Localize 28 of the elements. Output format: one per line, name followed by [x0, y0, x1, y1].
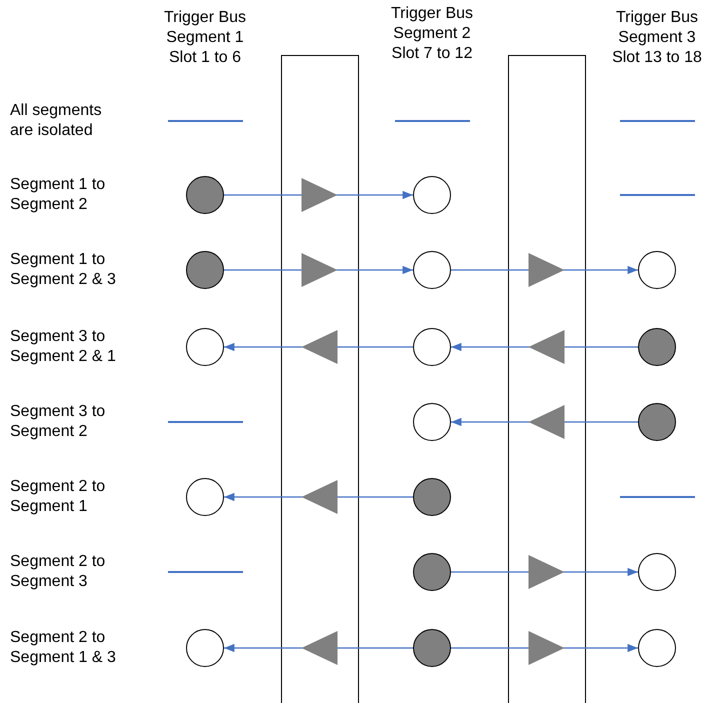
- segment-circle: [186, 328, 224, 366]
- segment-circle: [186, 478, 224, 516]
- row-label: Segment 2 to Segment 3: [10, 552, 106, 592]
- segment-circle: [638, 629, 676, 667]
- segment-circle: [413, 629, 451, 667]
- segment-circle: [186, 176, 224, 214]
- segment-circle: [413, 328, 451, 366]
- row-label: Segment 1 to Segment 2: [10, 175, 106, 215]
- segment-circle: [413, 553, 451, 591]
- row-label: Segment 1 to Segment 2 & 3: [10, 250, 117, 290]
- segment-circle: [413, 478, 451, 516]
- row-label: All segments are isolated: [10, 101, 103, 141]
- column-header: Trigger Bus Segment 1 Slot 1 to 6: [162, 8, 248, 68]
- segment-circle: [638, 403, 676, 441]
- segment-circle: [413, 251, 451, 289]
- segment-circle: [638, 328, 676, 366]
- row-label: Segment 2 to Segment 1: [10, 477, 106, 517]
- segment-circle: [638, 553, 676, 591]
- column-header: Trigger Bus Segment 3 Slot 13 to 18: [611, 8, 703, 68]
- segment-circle: [413, 176, 451, 214]
- row-label: Segment 2 to Segment 1 & 3: [10, 628, 117, 668]
- row-label: Segment 3 to Segment 2 & 1: [10, 327, 117, 367]
- segment-circle: [186, 629, 224, 667]
- segment-circle: [413, 403, 451, 441]
- segment-circle: [638, 251, 676, 289]
- segment-circle: [186, 251, 224, 289]
- column-header: Trigger Bus Segment 2 Slot 7 to 12: [390, 4, 474, 64]
- row-label: Segment 3 to Segment 2: [10, 402, 106, 442]
